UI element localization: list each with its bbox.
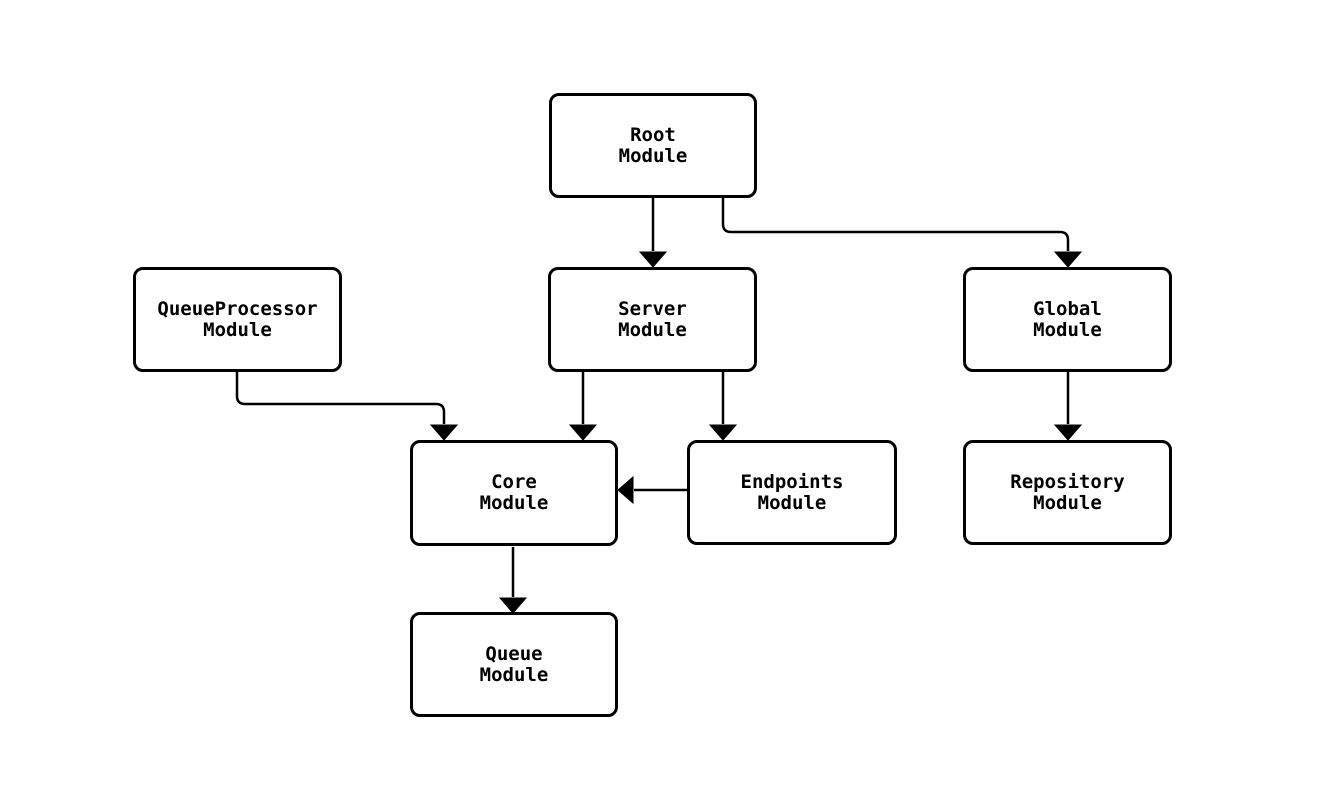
edge-endpoints-to-core — [617, 475, 687, 505]
edge-root-to-server — [638, 197, 668, 268]
node-label: Root — [630, 123, 676, 146]
arrowhead-left-icon — [617, 475, 634, 505]
node-queue-module: Queue Module — [410, 612, 618, 717]
node-label: Module — [479, 492, 549, 514]
arrowhead-down-icon — [429, 424, 459, 441]
edge-root-to-global — [721, 197, 1083, 268]
node-root-module: Root Module — [549, 93, 757, 198]
node-label: Queue — [485, 642, 543, 665]
node-label: Core — [491, 471, 537, 493]
node-queueprocessor-module: QueueProcessor Module — [133, 267, 342, 372]
arrowhead-down-icon — [638, 251, 668, 268]
node-label: Module — [1033, 318, 1102, 341]
edge-core-to-queue — [498, 547, 528, 614]
node-label: Module — [203, 318, 272, 341]
edge-server-to-core — [568, 372, 598, 441]
arrowhead-down-icon — [568, 424, 598, 441]
edge-server-to-endpoints — [708, 372, 738, 441]
node-label: Module — [618, 144, 688, 167]
node-label: Module — [618, 318, 687, 341]
node-label: Module — [479, 663, 549, 686]
node-label: Global — [1033, 297, 1102, 320]
arrowhead-down-icon — [1053, 424, 1083, 441]
edge-global-to-repository — [1053, 372, 1083, 441]
node-label: Server — [618, 297, 687, 320]
node-label: Module — [757, 491, 827, 514]
arrowhead-down-icon — [1053, 251, 1083, 268]
node-label: Module — [1033, 491, 1102, 514]
node-server-module: Server Module — [548, 267, 757, 372]
node-label: QueueProcessor — [157, 297, 318, 320]
node-core-module: Core Module — [410, 440, 618, 546]
node-label: Endpoints — [740, 470, 844, 493]
node-global-module: Global Module — [963, 267, 1172, 372]
arrowhead-down-icon — [708, 424, 738, 441]
node-endpoints-module: Endpoints Module — [687, 440, 897, 545]
node-repository-module: Repository Module — [963, 440, 1172, 545]
arrowhead-down-icon — [498, 597, 528, 614]
node-label: Repository — [1010, 470, 1125, 493]
edge-queueprocessor-to-core — [235, 372, 459, 441]
